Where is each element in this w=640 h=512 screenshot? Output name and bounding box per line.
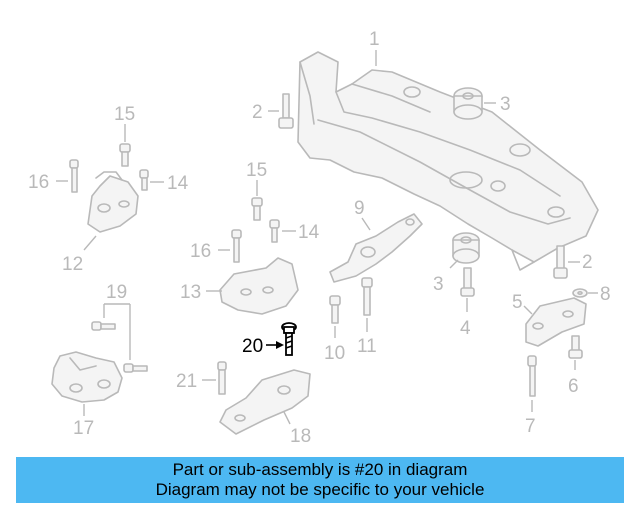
- part-18-bracket[interactable]: [219, 369, 311, 435]
- part-16-bolt-right[interactable]: [231, 229, 242, 263]
- part-5-bracket[interactable]: [525, 297, 587, 347]
- part-2-bolt-right[interactable]: [553, 245, 568, 279]
- callout-14a[interactable]: 14: [167, 173, 189, 194]
- part-20-bolt[interactable]: [281, 322, 297, 356]
- part-9-torque-rod[interactable]: [329, 213, 423, 283]
- callout-1[interactable]: 1: [369, 29, 380, 50]
- part-1-subframe[interactable]: [297, 51, 599, 271]
- notice-line-2: Diagram may not be specific to your vehi…: [155, 480, 485, 499]
- callout-4[interactable]: 4: [460, 318, 471, 339]
- callout-2b[interactable]: 2: [582, 252, 593, 273]
- callout-2a[interactable]: 2: [252, 102, 263, 123]
- part-10-bolt[interactable]: [329, 295, 341, 324]
- callout-18[interactable]: 18: [290, 426, 311, 447]
- leader-20-arrowhead: [276, 341, 284, 349]
- callout-3b[interactable]: 3: [433, 274, 444, 295]
- part-19-bolt-b[interactable]: [123, 363, 148, 373]
- callout-11[interactable]: 11: [357, 336, 377, 357]
- part-15-bolt-right[interactable]: [251, 197, 263, 221]
- part-8-washer[interactable]: [572, 288, 588, 298]
- part-11-bolt[interactable]: [361, 277, 373, 316]
- callout-6[interactable]: 6: [568, 376, 579, 397]
- notice-line-1: Part or sub-assembly is #20 in diagram: [172, 460, 468, 479]
- part-13-bracket[interactable]: [219, 257, 299, 315]
- part-3-bushing-upper[interactable]: [453, 87, 483, 120]
- leader-3b: [449, 259, 459, 269]
- part-12-engine-mount[interactable]: [87, 171, 139, 233]
- callout-16b[interactable]: 16: [190, 241, 211, 262]
- part-14-bolt-left[interactable]: [139, 169, 149, 191]
- part-17-mount-assembly[interactable]: [51, 351, 123, 403]
- callout-10[interactable]: 10: [324, 343, 345, 364]
- part-3-bushing-lower[interactable]: [452, 232, 480, 264]
- callout-9[interactable]: 9: [354, 198, 365, 219]
- part-19-bolt-a[interactable]: [91, 321, 116, 331]
- callout-3a[interactable]: 3: [500, 94, 511, 115]
- callout-12[interactable]: 12: [62, 254, 83, 275]
- callout-21[interactable]: 21: [176, 371, 197, 392]
- callout-13[interactable]: 13: [180, 282, 201, 303]
- parts-diagram: 1 2 2 3 3 4 5: [28, 29, 611, 447]
- leader-5: [523, 305, 533, 315]
- notice-banner: Part or sub-assembly is #20 in diagram D…: [16, 457, 624, 503]
- part-15-bolt-left[interactable]: [119, 143, 131, 167]
- part-14-bolt-right[interactable]: [269, 219, 280, 243]
- callout-15b[interactable]: 15: [246, 160, 267, 181]
- callout-17[interactable]: 17: [73, 418, 94, 439]
- callout-5[interactable]: 5: [512, 292, 523, 313]
- part-4-bolt[interactable]: [460, 267, 475, 297]
- leader-19: [103, 303, 131, 360]
- callout-14b[interactable]: 14: [298, 222, 320, 243]
- callout-7[interactable]: 7: [525, 416, 536, 437]
- part-6-bolt[interactable]: [568, 335, 583, 359]
- leader-9: [361, 217, 371, 231]
- part-16-bolt-left[interactable]: [69, 159, 79, 193]
- part-21-bolt[interactable]: [217, 361, 227, 395]
- callout-8[interactable]: 8: [600, 284, 611, 305]
- leader-18: [283, 411, 291, 425]
- part-7-bolt[interactable]: [527, 355, 537, 397]
- callout-16a[interactable]: 16: [28, 172, 49, 193]
- part-2-bolt-left[interactable]: [278, 93, 294, 129]
- callout-15a[interactable]: 15: [114, 104, 135, 125]
- callout-19[interactable]: 19: [106, 282, 127, 303]
- callout-20[interactable]: 20: [242, 336, 263, 357]
- leader-12: [83, 235, 97, 251]
